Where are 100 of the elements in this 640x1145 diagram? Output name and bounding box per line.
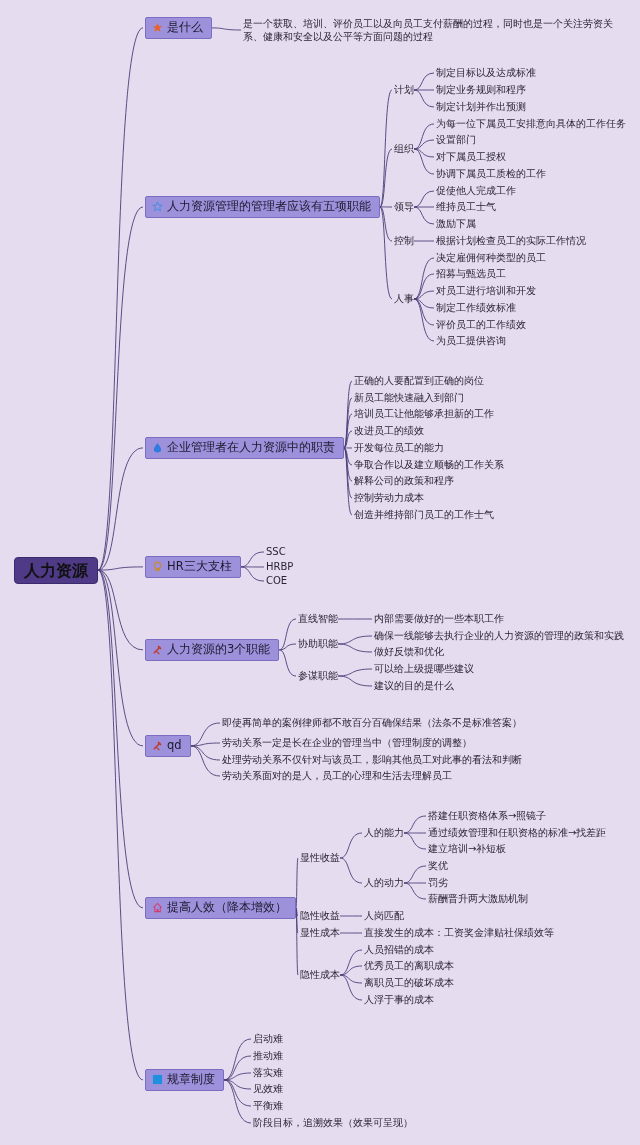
topic-label: 人力资源管理的管理者应该有五项职能 bbox=[167, 200, 371, 214]
branch-label: 推动难 bbox=[253, 1050, 283, 1062]
connector-line bbox=[379, 206, 393, 242]
leaf-label: 根据计划检查员工的实际工作情况 bbox=[436, 235, 586, 247]
branch-label: 直线智能 bbox=[298, 613, 338, 625]
branch-label: 培训员工让他能够承担新的工作 bbox=[354, 408, 494, 420]
branch-label: 显性收益 bbox=[300, 852, 340, 864]
leaf-label: 人浮于事的成本 bbox=[364, 994, 434, 1006]
connector-line bbox=[211, 27, 242, 31]
leaf-label: 制定业务规则和程序 bbox=[436, 84, 526, 96]
branch-label: 改进员工的绩效 bbox=[354, 425, 424, 437]
branch-label: 解释公司的政策和程序 bbox=[354, 475, 454, 487]
connector-line bbox=[97, 569, 144, 747]
topic-box bbox=[145, 897, 296, 919]
leaf-label: 离职员工的破坏成本 bbox=[364, 977, 454, 989]
branch-label: HRBP bbox=[266, 561, 294, 573]
leaf-label: 人的动力 bbox=[364, 877, 404, 889]
connector-line bbox=[339, 832, 363, 859]
leaf-label: 决定雇佣何种类型的员工 bbox=[436, 252, 546, 264]
connector-line bbox=[403, 832, 427, 850]
branch-label: 正确的人要配置到正确的岗位 bbox=[354, 375, 484, 387]
connector-line bbox=[413, 298, 435, 342]
leaf-label: 建议的目的是什么 bbox=[374, 680, 454, 692]
connector-line bbox=[413, 206, 435, 225]
branch-label: 创造并维持部门员工的工作士气 bbox=[354, 509, 494, 521]
leaf-label: 为员工提供咨询 bbox=[436, 335, 506, 347]
connector-line bbox=[223, 1038, 252, 1081]
topic-box bbox=[145, 17, 212, 39]
branch-label: 平衡难 bbox=[253, 1100, 283, 1112]
branch-label: COE bbox=[266, 575, 288, 587]
connector-line bbox=[97, 566, 144, 571]
leaf-label: 奖优 bbox=[428, 860, 448, 872]
connector-line bbox=[413, 89, 435, 91]
connector-line bbox=[223, 1079, 252, 1124]
connector-line bbox=[278, 618, 297, 651]
connector-line bbox=[337, 643, 373, 653]
leaf-label: 制定计划并作出预测 bbox=[436, 101, 526, 113]
connector-line bbox=[339, 974, 363, 984]
leaf-label: 人岗匹配 bbox=[364, 910, 404, 922]
branch-label: SSC bbox=[266, 546, 286, 558]
topic-label: HR三大支柱 bbox=[167, 560, 232, 574]
leaf-label: 建立培训→补短板 bbox=[428, 843, 507, 855]
connector-line bbox=[403, 832, 427, 834]
connector-line bbox=[343, 447, 353, 466]
leaf-label: 做好反馈和优化 bbox=[374, 646, 444, 658]
leaf-label: 通过绩效管理和任职资格的标准→找差距 bbox=[428, 827, 607, 839]
branch-label: 劳动关系一定是长在企业的管理当中（管理制度的调整） bbox=[222, 737, 472, 749]
branch-label: 隐性收益 bbox=[300, 910, 340, 922]
connector-line bbox=[339, 974, 363, 1001]
connector-line bbox=[413, 148, 435, 175]
root-box: 人力资源 bbox=[14, 556, 98, 584]
leaf-label: 招募与甄选员工 bbox=[436, 268, 506, 280]
connector-line bbox=[379, 206, 393, 208]
leaf-label: 可以给上级提哪些建议 bbox=[374, 663, 474, 675]
leaf-label: 搭建任职资格体系→照镜子 bbox=[428, 810, 547, 822]
topic-box bbox=[145, 196, 380, 218]
connector-line bbox=[339, 932, 363, 934]
leaf-label: 对员工进行培训和开发 bbox=[436, 285, 536, 297]
connector-line bbox=[337, 668, 373, 677]
connector-line bbox=[223, 1079, 252, 1090]
leaf-label: 确保一线能够去执行企业的人力资源的管理的政策和实践 bbox=[374, 630, 624, 642]
branch-label: 协助职能 bbox=[298, 638, 338, 650]
connector-line bbox=[413, 89, 435, 108]
connector-line bbox=[379, 206, 393, 300]
connector-line bbox=[413, 148, 435, 158]
connector-line bbox=[413, 257, 435, 300]
leaf-label: 人的能力 bbox=[364, 827, 404, 839]
leaf-label: 直接发生的成本：工资奖金津贴社保绩效等 bbox=[364, 927, 554, 939]
branch-label: 处理劳动关系不仅针对与该员工，影响其他员工对此事的看法和判断 bbox=[222, 754, 522, 766]
leaf-label: 内部需要做好的一些本职工作 bbox=[374, 613, 504, 625]
leaf-label: 人员招错的成本 bbox=[364, 944, 434, 956]
connector-line bbox=[339, 915, 363, 917]
topic-label: 提高人效（降本增效） bbox=[167, 901, 287, 915]
connector-line bbox=[379, 148, 393, 208]
connector-line bbox=[403, 882, 427, 884]
connector-line bbox=[278, 643, 297, 651]
topic-label: 规章制度 bbox=[167, 1073, 215, 1087]
topic-box bbox=[145, 556, 241, 578]
connector-line bbox=[413, 139, 435, 150]
branch-label: 落实难 bbox=[253, 1067, 283, 1079]
connector-line bbox=[413, 240, 435, 242]
connector-line bbox=[343, 430, 353, 449]
leaf-label: 对下属员工授权 bbox=[436, 151, 506, 163]
connector-line bbox=[240, 566, 265, 582]
connector-line bbox=[240, 566, 265, 568]
topic-label: 是什么 bbox=[167, 21, 203, 35]
leaf-label: 为每一位下属员工安排意向具体的工作任务 bbox=[436, 118, 626, 130]
branch-label: 人事 bbox=[394, 293, 414, 305]
connector-line bbox=[337, 675, 373, 687]
topic-box bbox=[145, 1069, 224, 1091]
connector-line bbox=[97, 206, 144, 571]
connector-line bbox=[339, 965, 363, 976]
topic-box bbox=[145, 639, 280, 661]
branch-label: 领导 bbox=[394, 201, 414, 213]
connector-line bbox=[97, 569, 144, 1081]
branch-label: 参谋职能 bbox=[298, 670, 338, 682]
branch-label: 争取合作以及建立顺畅的工作关系 bbox=[354, 459, 504, 471]
leaf-label: 促使他人完成工作 bbox=[436, 185, 516, 197]
leaf-label: 罚劣 bbox=[428, 877, 448, 889]
branch-label: 开发每位员工的能力 bbox=[354, 442, 444, 454]
